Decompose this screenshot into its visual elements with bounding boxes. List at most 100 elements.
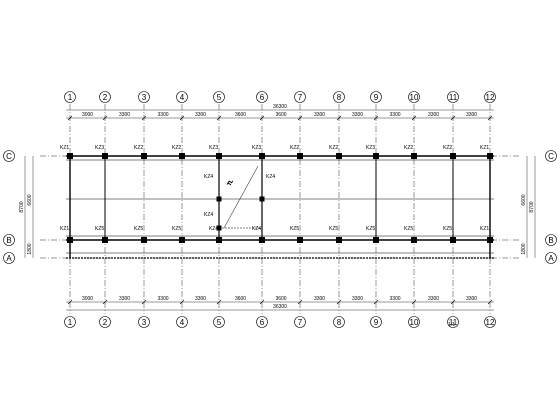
top-span-7: 3300 — [314, 112, 325, 118]
right-span-lower: 1800 — [521, 243, 527, 254]
axis-top-3-circle — [138, 91, 150, 103]
tick-bottom-9 — [373, 299, 379, 305]
column-interior-2 — [259, 196, 265, 202]
column-c-8 — [336, 153, 342, 159]
scale-note: 1:1 — [448, 322, 455, 328]
column-tag-c-7: KZ2 — [290, 145, 299, 151]
axis-top-6-label: 6 — [260, 93, 265, 102]
axis-top-7-circle — [294, 91, 306, 103]
column-tag-c-2: KZ3 — [95, 145, 104, 151]
column-tag-b-6: KZ4 — [252, 226, 261, 232]
top-span-1: 3000 — [82, 112, 93, 118]
column-tag-c-1: KZ1 — [60, 145, 69, 151]
axis-top-12-circle — [484, 91, 496, 103]
top-span-5: 3600 — [235, 112, 246, 118]
tick-top-3 — [141, 115, 147, 121]
axis-bottom-6-circle — [256, 316, 268, 328]
column-b-5 — [216, 237, 222, 243]
tick-top-5 — [216, 115, 222, 121]
column-c-4 — [179, 153, 185, 159]
axis-left-C-label: C — [6, 152, 12, 161]
column-b-2 — [102, 237, 108, 243]
axis-top-8-label: 8 — [337, 93, 342, 102]
column-tag-b-5: KZ4 — [209, 226, 218, 232]
bottom-span-4: 3300 — [195, 296, 206, 302]
tick-top-12 — [487, 115, 493, 121]
tick-top-1 — [67, 115, 73, 121]
tick-bottom-5 — [216, 299, 222, 305]
stair-tag: TL — [227, 179, 235, 187]
column-tag-interior-3: KZ4 — [266, 174, 275, 180]
bottom-span-3: 3300 — [157, 296, 168, 302]
column-c-6 — [259, 153, 265, 159]
top-span-10: 3300 — [428, 112, 439, 118]
stair-diagonal — [223, 165, 259, 229]
top-span-6: 3600 — [275, 112, 286, 118]
axis-bottom-1-label: 1 — [68, 318, 73, 327]
top-span-4: 3300 — [195, 112, 206, 118]
column-tag-b-11: KZ5 — [443, 226, 452, 232]
column-b-1 — [67, 237, 73, 243]
bottom-span-10: 3300 — [428, 296, 439, 302]
column-tag-interior-2: KZ4 — [204, 212, 213, 218]
axis-top-1-label: 1 — [68, 93, 73, 102]
tick-bottom-3 — [141, 299, 147, 305]
top-total-dimension: 36300 — [273, 104, 287, 110]
axis-bottom-7-circle — [294, 316, 306, 328]
stair: TL — [222, 165, 260, 229]
tick-top-4 — [179, 115, 185, 121]
axis-top-10-label: 10 — [410, 93, 419, 102]
column-tag-b-1: KZ1 — [60, 226, 69, 232]
tick-bottom-11 — [450, 299, 456, 305]
column-c-11 — [450, 153, 456, 159]
axis-bottom-10-label: 10 — [410, 318, 419, 327]
bottom-span-1: 3000 — [82, 296, 93, 302]
column-tag-b-8: KZ5 — [329, 226, 338, 232]
bottom-span-11: 3300 — [466, 296, 477, 302]
column-c-10 — [411, 153, 417, 159]
axis-bubbles-left: CBA — [3, 150, 15, 264]
axis-top-9-circle — [370, 91, 382, 103]
axis-bottom-8-label: 8 — [337, 318, 342, 327]
column-tag-b-7: KZ5 — [290, 226, 299, 232]
axis-bottom-9-label: 9 — [374, 318, 379, 327]
column-tag-c-8: KZ2 — [329, 145, 338, 151]
bottom-span-2: 3300 — [119, 296, 130, 302]
axis-top-10-circle — [408, 91, 420, 103]
axis-bottom-1-circle — [64, 316, 76, 328]
axis-bottom-4-label: 4 — [180, 318, 185, 327]
bottom-span-9: 3300 — [389, 296, 400, 302]
bottom-span-5: 3600 — [235, 296, 246, 302]
axis-bottom-3-label: 3 — [142, 318, 147, 327]
axis-left-B-circle — [3, 234, 15, 246]
axis-bottom-7-label: 7 — [298, 318, 303, 327]
column-c-2 — [102, 153, 108, 159]
column-b-4 — [179, 237, 185, 243]
horizontal-gridlines — [40, 155, 520, 259]
tick-top-7 — [297, 115, 303, 121]
column-interior-1 — [216, 196, 222, 202]
axis-top-3-label: 3 — [142, 93, 147, 102]
axis-right-C-circle — [545, 150, 557, 162]
column-tag-c-12: KZ1 — [480, 145, 489, 151]
left-total: 8700 — [19, 201, 25, 212]
left-span-upper: 6600 — [27, 194, 33, 205]
tick-top-8 — [336, 115, 342, 121]
axis-bottom-11-circle — [447, 316, 459, 328]
axis-left-A-label: A — [6, 254, 12, 263]
axis-bottom-2-circle — [99, 316, 111, 328]
top-span-11: 3300 — [466, 112, 477, 118]
axis-bottom-8-circle — [333, 316, 345, 328]
axis-left-A-circle — [3, 252, 15, 264]
top-span-2: 3300 — [119, 112, 130, 118]
tick-top-2 — [102, 115, 108, 121]
bottom-total-dimension: 36300 — [273, 304, 287, 310]
tick-bottom-2 — [102, 299, 108, 305]
column-c-12 — [487, 153, 493, 159]
axis-top-6-circle — [256, 91, 268, 103]
left-span-lower: 1800 — [27, 243, 33, 254]
